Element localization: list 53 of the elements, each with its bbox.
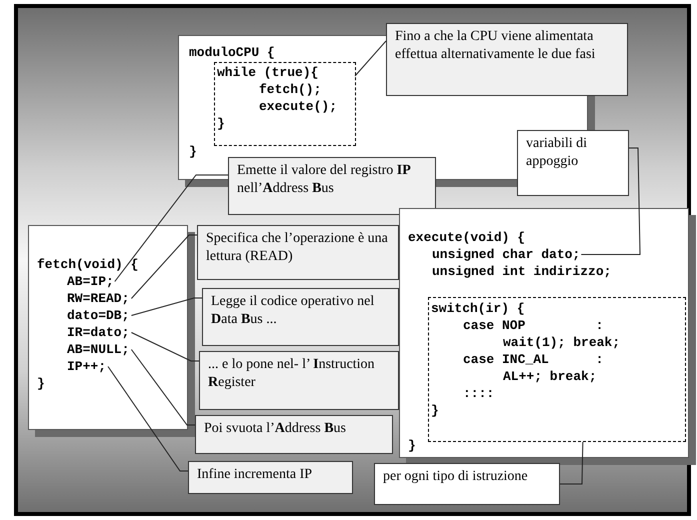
leader-line <box>130 298 202 316</box>
code-line: AB=NULL; <box>67 341 130 358</box>
callout-box <box>517 130 629 196</box>
leader-line <box>108 366 188 472</box>
code-line: :::: <box>463 385 494 402</box>
callout-box <box>197 225 399 280</box>
code-line: } <box>408 437 416 454</box>
code-line: case INC_AL : <box>463 351 604 368</box>
dashed-code-box <box>428 297 686 442</box>
callout-box <box>228 157 436 215</box>
leader-line <box>130 349 196 426</box>
callout-box <box>202 288 399 346</box>
code-line: } <box>431 402 439 419</box>
callout-box <box>374 463 560 505</box>
callout-box <box>188 461 353 494</box>
callout-text: Emette il valore del registro IP nell’Address Bus <box>237 162 412 198</box>
code-line: execute(); <box>259 98 338 115</box>
code-line: } <box>37 375 45 392</box>
callout-text: per ogni tipo di istruzione <box>383 468 529 486</box>
callout-text: Specifica che l’operazione è una lettura (READ) <box>206 230 389 266</box>
code-line: case NOP : <box>463 317 604 334</box>
code-line: RW=READ; <box>67 290 130 307</box>
callout-box <box>199 351 399 410</box>
code-line: unsigned int indirizzo; <box>432 263 612 280</box>
code-line: switch(ir) { <box>431 300 525 317</box>
callout-text: Poi svuota l’Address Bus <box>204 420 347 438</box>
callout-text: Fino a che la CPU viene alimentata effettua alternativamente le due fasi <box>395 28 596 64</box>
leader-line <box>580 148 640 255</box>
code-line: fetch(); <box>259 81 322 98</box>
code-line: } <box>189 143 197 160</box>
code-line: execute(void) { <box>408 229 526 246</box>
callout-text: variabili di appoggio <box>526 135 588 171</box>
callout-text: ... e lo pone nel- l’ Instruction Register <box>208 356 376 392</box>
dashed-code-box <box>214 62 356 146</box>
code-line: dato=DB; <box>67 307 130 324</box>
callout-text: Legge il codice operativo nel Data Bus ... <box>211 293 376 329</box>
code-line: moduloCPU { <box>189 44 275 61</box>
code-line: AL++; break; <box>503 368 597 385</box>
callout-box <box>195 415 393 454</box>
code-line: while (true){ <box>217 64 318 81</box>
callout-box <box>386 23 628 96</box>
code-line: } <box>217 115 225 132</box>
code-line: wait(1); break; <box>503 334 620 351</box>
leader-line <box>560 442 584 484</box>
leader-line <box>114 174 228 282</box>
leader-line <box>130 332 200 362</box>
callout-text: Infine incrementa IP <box>197 466 314 484</box>
code-line: IR=dato; <box>67 324 130 341</box>
code-line: IP++; <box>67 358 106 375</box>
code-line: unsigned char dato; <box>432 246 580 263</box>
code-line: fetch(void) { <box>37 256 138 273</box>
leader-line <box>130 234 198 299</box>
code-line: AB=IP; <box>67 273 114 290</box>
